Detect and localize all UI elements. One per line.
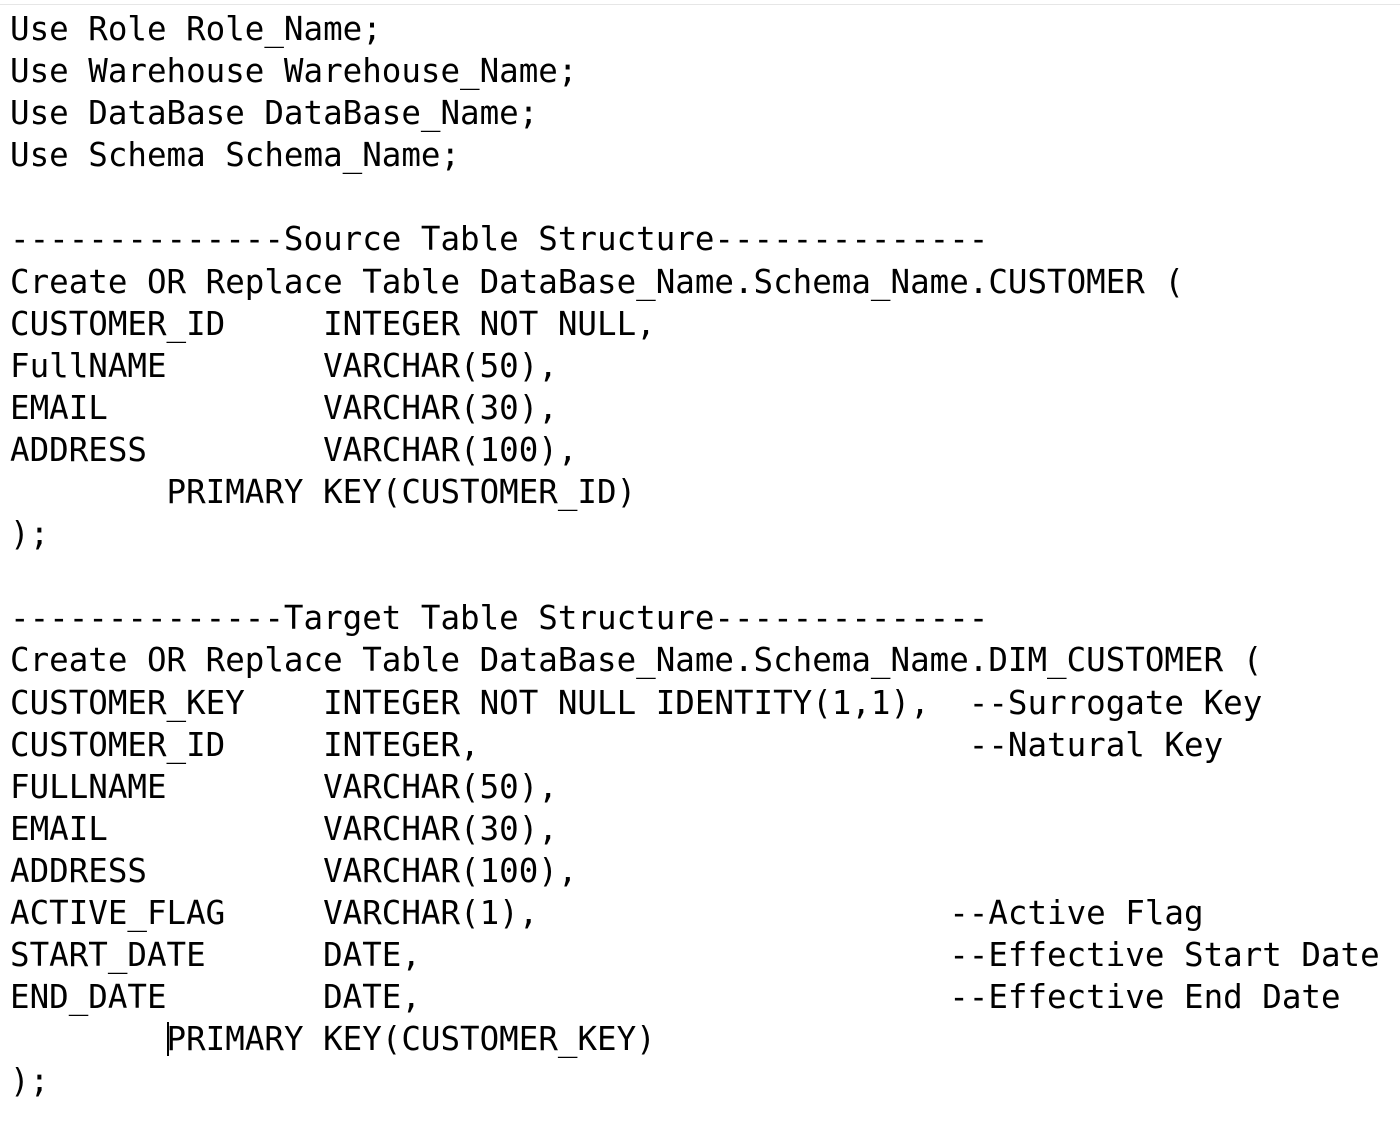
blank-line [10,176,1398,218]
code-line: EMAIL VARCHAR(30), [10,809,558,848]
code-line-with-caret: PRIMARY KEY(CUSTOMER_KEY) [10,1018,1398,1060]
code-line: CUSTOMER_ID INTEGER NOT NULL, [10,304,656,343]
code-line: Use Schema Schema_Name; [10,136,461,175]
code-line: CUSTOMER_KEY INTEGER NOT NULL IDENTITY(1… [10,683,1263,722]
code-line: START_DATE DATE, --Effective Start Date [10,936,1380,975]
code-line: ); [10,515,50,554]
code-line: Create OR Replace Table DataBase_Name.Sc… [10,641,1263,680]
code-line: ADDRESS VARCHAR(100), [10,430,578,469]
code-comment-line: --------------Source Table Structure----… [10,220,989,259]
text-cursor [166,1022,169,1057]
sql-code-editor[interactable]: Use Role Role_Name; Use Warehouse Wareho… [10,8,1398,1102]
code-line: ACTIVE_FLAG VARCHAR(1), --Active Flag [10,893,1204,932]
code-line: ADDRESS VARCHAR(100), [10,851,578,890]
blank-line [10,555,1398,597]
code-line: Create OR Replace Table DataBase_Name.Sc… [10,262,1184,301]
code-line: Use DataBase DataBase_Name; [10,94,539,133]
code-line: FULLNAME VARCHAR(50), [10,767,558,806]
top-divider [0,4,1400,5]
code-line: PRIMARY KEY(CUSTOMER_ID) [10,473,637,512]
code-line: Use Role Role_Name; [10,10,382,48]
code-line: FullNAME VARCHAR(50), [10,346,558,385]
code-line: Use Warehouse Warehouse_Name; [10,52,578,91]
code-text: PRIMARY KEY(CUSTOMER_KEY) [166,1020,656,1059]
code-comment-line: --------------Target Table Structure----… [10,599,989,638]
code-indent [10,1020,167,1058]
code-line: CUSTOMER_ID INTEGER, --Natural Key [10,725,1224,764]
code-line: END_DATE DATE, --Effective End Date [10,978,1341,1017]
code-line: EMAIL VARCHAR(30), [10,388,558,427]
code-line: ); [10,1062,50,1101]
